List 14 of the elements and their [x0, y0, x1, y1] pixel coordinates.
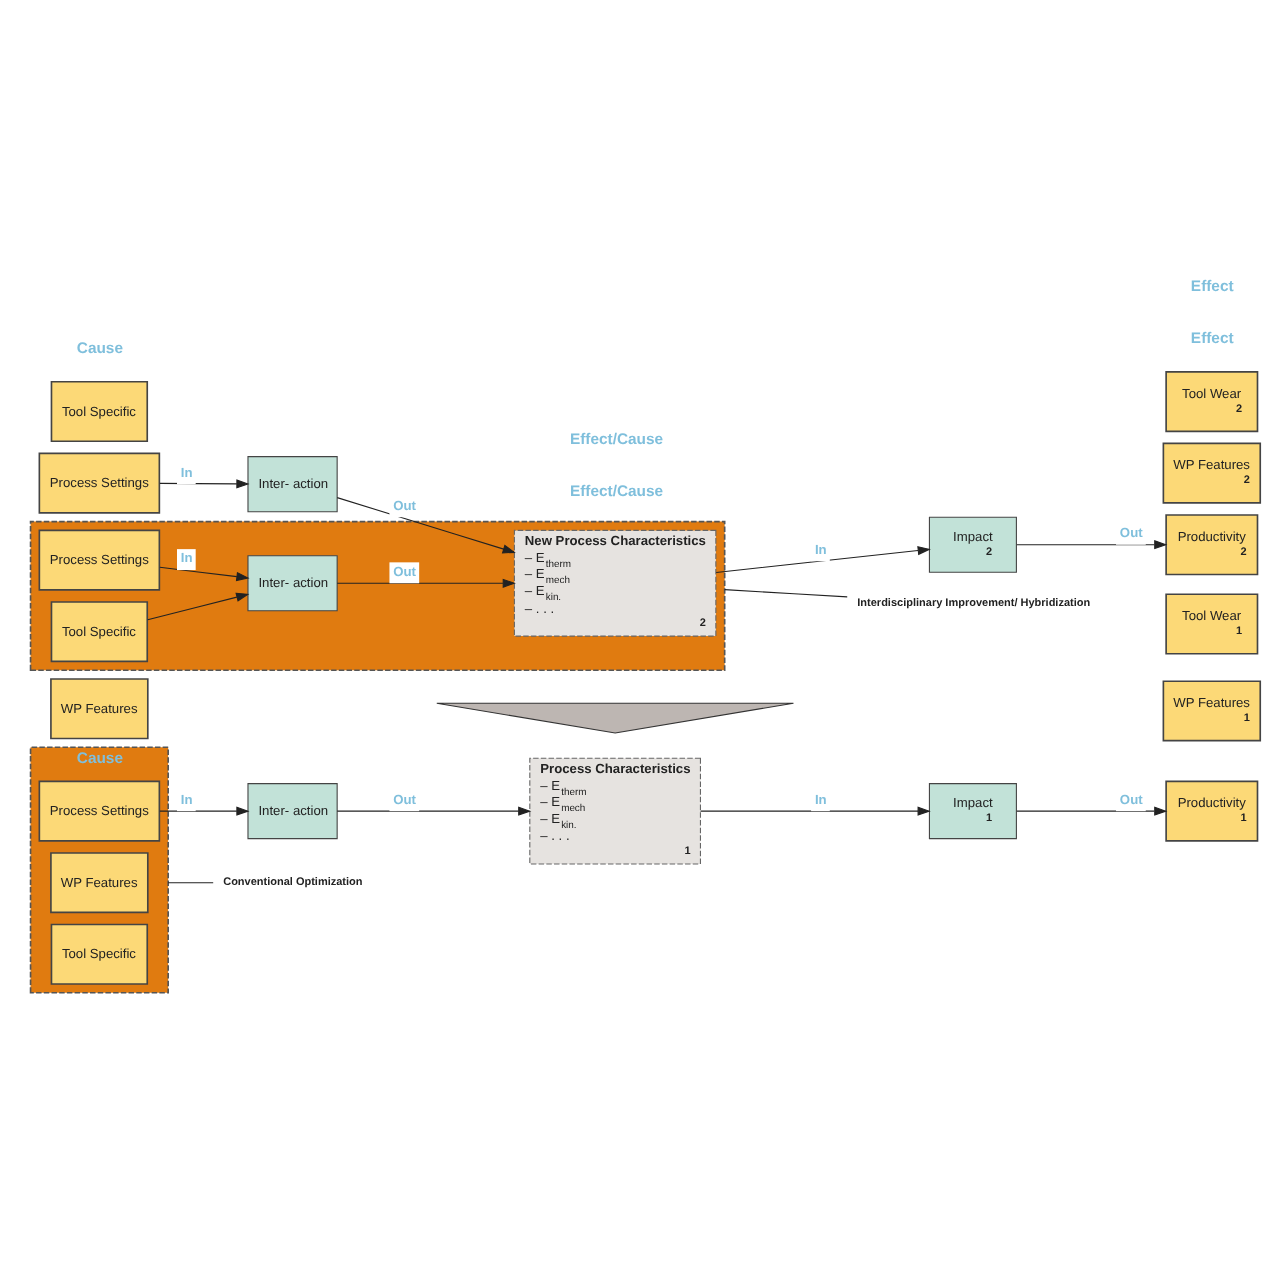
- node-triangle: [436, 701, 794, 733]
- arrow: [336, 805, 532, 815]
- arrow: [699, 805, 931, 815]
- arrow: [159, 478, 250, 488]
- arrow: [1016, 805, 1168, 815]
- arrow: [159, 565, 250, 581]
- cluster: [29, 519, 726, 671]
- connector: [167, 881, 214, 883]
- arrow: [715, 545, 931, 572]
- arrow: [159, 805, 250, 815]
- arrow: [1016, 539, 1168, 549]
- connector: [724, 588, 848, 597]
- arrow: [147, 591, 250, 620]
- arrow: [336, 577, 516, 587]
